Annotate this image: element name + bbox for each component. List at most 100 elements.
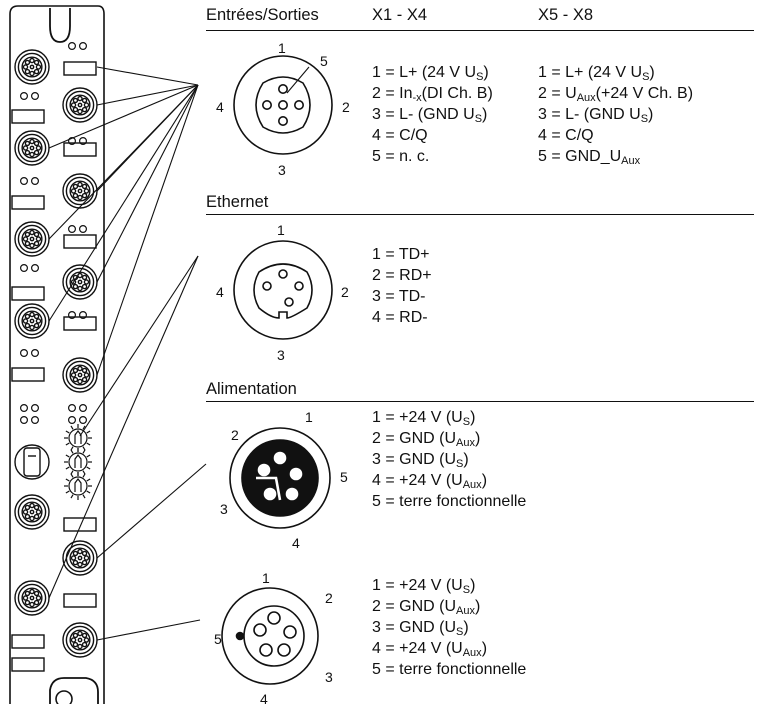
io-leader-line-8 bbox=[96, 84, 199, 376]
io-x5x8-pin-3: 3 = L- (GND US) bbox=[538, 106, 653, 125]
io-x1x4-pin-3-subscript: S bbox=[474, 113, 483, 125]
m12-port-right-2 bbox=[62, 173, 98, 209]
power-in-pin-4: 4 = +24 V (UAux) bbox=[372, 472, 487, 491]
m12-port-right-1 bbox=[62, 87, 98, 123]
io-header-rule bbox=[206, 30, 754, 31]
power-in-pin-3-subscript: S bbox=[456, 458, 464, 470]
io-x1x4-pin-2: 2 = In-x(DI Ch. B) bbox=[372, 85, 493, 104]
rotary-switch-1 bbox=[64, 424, 92, 452]
status-led-pair-right-3 bbox=[67, 225, 87, 234]
io-x5x8-pin-3-text: 3 = L- (GND U bbox=[538, 106, 641, 123]
leader-lines bbox=[48, 66, 207, 641]
power-in-pin-1-suffix: ) bbox=[470, 409, 476, 426]
io-x5x8-pin-2-suffix: (+24 V Ch. B) bbox=[595, 85, 694, 102]
io-x5x8-pin-4-text: 4 = C/Q bbox=[538, 127, 594, 144]
x5-x8-header: X5 - X8 bbox=[538, 6, 594, 24]
status-led-pair-right-1 bbox=[67, 41, 87, 50]
power-out-pin-2: 2 = GND (UAux) bbox=[372, 598, 480, 617]
status-led-pair-right-4 bbox=[67, 311, 87, 320]
io-x1x4-pin-1-text: 1 = L+ (24 V U bbox=[372, 64, 477, 81]
port-label-left-2 bbox=[11, 195, 45, 210]
io-x1x4-pin-2-text: 2 = In bbox=[372, 85, 413, 102]
ethernet-header: Ethernet bbox=[206, 193, 269, 211]
io-pin-number-4: 4 bbox=[216, 99, 224, 115]
io-x1x4-pin-1-subscript: S bbox=[476, 71, 484, 83]
status-led-pair-diag-4 bbox=[67, 416, 87, 425]
rotary-switch-3 bbox=[64, 472, 92, 500]
io-pin-number-2: 2 bbox=[342, 99, 350, 115]
power-out-pin-4-text: 4 = +24 V (U bbox=[372, 640, 463, 657]
pwr-out-pin-number-1: 1 bbox=[262, 570, 270, 586]
io-x5x8-pin-4: 4 = C/Q bbox=[538, 127, 594, 145]
io-x5x8-pin-2-subscript: Aux bbox=[576, 92, 596, 104]
power-out-pin-1-suffix: ) bbox=[470, 577, 476, 594]
m12-port-left-1 bbox=[14, 49, 50, 85]
port-label-right-6 bbox=[63, 593, 97, 608]
power-out-pin-1-text: 1 = +24 V (U bbox=[372, 577, 463, 594]
io-x5x8-pin-2-text: 2 = U bbox=[538, 85, 577, 102]
power-in-pin-5: 5 = terre fonctionnelle bbox=[372, 493, 526, 511]
port-label-left-6 bbox=[11, 657, 45, 672]
pwr-out-pin-number-2: 2 bbox=[325, 590, 333, 606]
x1-x4-header: X1 - X4 bbox=[372, 6, 428, 24]
io-x5x8-pin-1-subscript: S bbox=[642, 71, 650, 83]
power-out-pin-3-subscript: S bbox=[456, 626, 464, 638]
io-x1x4-pin-3: 3 = L- (GND US) bbox=[372, 106, 488, 125]
power-out-pin-4-subscript: Aux bbox=[462, 647, 482, 659]
port-label-left-1 bbox=[11, 109, 45, 124]
io-x5x8-pin-1: 1 = L+ (24 V US) bbox=[538, 64, 655, 83]
power-out-connector-symbol bbox=[221, 587, 319, 685]
port-label-right-3 bbox=[63, 234, 97, 249]
io-leader-line-5 bbox=[48, 84, 199, 240]
io-x1x4-pin-1-suffix: ) bbox=[483, 64, 489, 81]
pwr-in-pin-number-1: 1 bbox=[305, 409, 313, 425]
io-x1x4-pin-5-text: 5 = n. c. bbox=[372, 148, 430, 165]
power-in-pin-3: 3 = GND (US) bbox=[372, 451, 469, 470]
power-in-pin-2-suffix: ) bbox=[474, 430, 481, 447]
status-led-pair-left-2 bbox=[20, 177, 40, 186]
status-led-pair-left-4 bbox=[20, 349, 40, 358]
ethernet-header-rule bbox=[206, 214, 754, 215]
power-out-pin-5-text: 5 = terre fonctionnelle bbox=[372, 661, 527, 678]
io-connector-symbol bbox=[233, 55, 333, 155]
pwr-in-pin-number-4: 4 bbox=[292, 535, 300, 551]
eth-pin-number-4: 4 bbox=[216, 284, 224, 300]
io-leader-line-3 bbox=[48, 84, 199, 149]
m12-port-left-4 bbox=[14, 303, 50, 339]
ethernet-leader-line-2 bbox=[48, 255, 199, 599]
power-out-pin-4: 4 = +24 V (UAux) bbox=[372, 640, 488, 659]
power-in-pin-3-text: 3 = GND (U bbox=[372, 451, 457, 468]
port-label-right-5 bbox=[63, 517, 97, 532]
power-header-rule bbox=[206, 401, 754, 402]
pwr-in-pin-number-5: 5 bbox=[340, 469, 348, 485]
m12-port-left-2 bbox=[14, 130, 50, 166]
power-in-pin-3-suffix: ) bbox=[463, 451, 469, 468]
io-header: Entrées/Sorties bbox=[206, 6, 319, 24]
io-pin-number-1: 1 bbox=[278, 40, 286, 56]
device-ports bbox=[11, 41, 98, 672]
io-x1x4-pin-3-suffix: ) bbox=[482, 106, 488, 123]
port-label-left-5 bbox=[11, 634, 45, 649]
rotary-switch-2 bbox=[64, 448, 92, 476]
status-led-pair-diag-3 bbox=[67, 404, 87, 413]
power-input-connector bbox=[14, 444, 50, 480]
m12-port-right-3 bbox=[62, 264, 98, 300]
power-out-pin-1: 1 = +24 V (US) bbox=[372, 577, 476, 596]
port-label-left-3 bbox=[11, 286, 45, 301]
pwr-in-pin-number-2: 2 bbox=[231, 427, 239, 443]
power-in-pin-1: 1 = +24 V (US) bbox=[372, 409, 476, 428]
power-in-pin-2-subscript: Aux bbox=[456, 437, 475, 449]
io-x1x4-pin-2-subscript: -x bbox=[412, 92, 422, 104]
power-out-pin-3: 3 = GND (US) bbox=[372, 619, 469, 638]
io-x5x8-pin-2: 2 = UAux(+24 V Ch. B) bbox=[538, 85, 694, 104]
io-pin-number-5: 5 bbox=[320, 53, 328, 69]
power-out-pin-4-suffix: ) bbox=[481, 640, 488, 657]
m12-port-right-6 bbox=[62, 622, 98, 658]
power-out-pin-2-subscript: Aux bbox=[456, 605, 475, 617]
status-led-pair-diag-1 bbox=[20, 404, 40, 413]
pwr-out-pin-number-3: 3 bbox=[325, 669, 333, 685]
m12-port-right-5 bbox=[62, 540, 98, 576]
io-x1x4-pin-4: 4 = C/Q bbox=[372, 127, 428, 145]
